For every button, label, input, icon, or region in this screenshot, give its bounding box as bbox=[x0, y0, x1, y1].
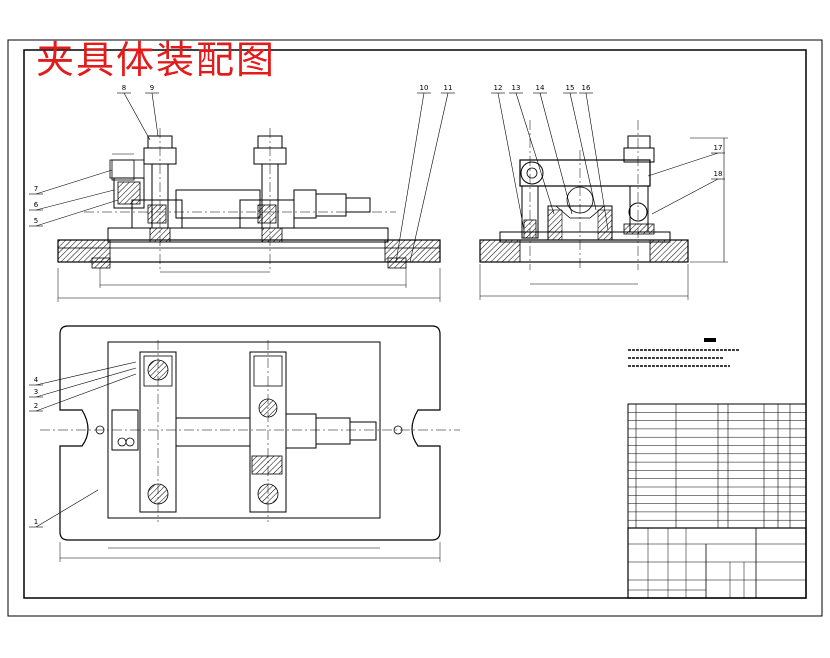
leader-line-3 bbox=[35, 367, 137, 398]
leader-line-1 bbox=[35, 489, 99, 528]
balloon-4: 4 bbox=[34, 376, 39, 384]
balloon-6: 6 bbox=[34, 201, 39, 209]
leader-line-16 bbox=[585, 92, 609, 231]
leader-line-14 bbox=[539, 92, 573, 215]
balloon-9: 9 bbox=[150, 84, 154, 92]
drawing-frame bbox=[23, 49, 807, 599]
balloon-2: 2 bbox=[34, 402, 38, 410]
leader-line-9 bbox=[151, 92, 159, 137]
balloon-3: 3 bbox=[34, 388, 38, 396]
leader-line-2 bbox=[35, 373, 137, 412]
leader-line-5 bbox=[35, 199, 119, 227]
leader-line-11 bbox=[409, 92, 449, 263]
leader-line-6 bbox=[35, 189, 115, 211]
balloon-7: 7 bbox=[34, 185, 38, 193]
leader-line-17 bbox=[647, 152, 719, 177]
balloon-17: 17 bbox=[714, 144, 723, 152]
balloon-16: 16 bbox=[582, 84, 591, 92]
parts-list bbox=[627, 403, 807, 529]
leader-line-13 bbox=[515, 92, 555, 215]
front-base-plate bbox=[57, 239, 441, 263]
side-view bbox=[479, 120, 728, 300]
balloon-10: 10 bbox=[420, 84, 429, 92]
plan-base-outline bbox=[59, 325, 441, 541]
leader-line-12 bbox=[497, 92, 525, 231]
outer-border bbox=[7, 39, 823, 617]
leader-line-15 bbox=[569, 92, 597, 211]
balloon-5: 5 bbox=[34, 217, 38, 225]
balloon-11: 11 bbox=[444, 84, 453, 92]
front-view bbox=[57, 128, 441, 302]
leader-line-18 bbox=[651, 178, 719, 215]
balloon-15: 15 bbox=[566, 84, 575, 92]
technical-notes bbox=[628, 338, 740, 367]
balloon-14: 14 bbox=[536, 84, 545, 92]
balloon-12: 12 bbox=[494, 84, 503, 92]
plan-view bbox=[40, 325, 460, 562]
leader-line-4 bbox=[35, 361, 137, 386]
balloon-8: 8 bbox=[122, 84, 126, 92]
leader-line-8 bbox=[123, 92, 151, 141]
balloon-13: 13 bbox=[512, 84, 521, 92]
balloon-18: 18 bbox=[714, 170, 723, 178]
drawing-title: 夹具体装配图 bbox=[36, 38, 277, 82]
balloon-1: 1 bbox=[34, 518, 38, 526]
part-balloons: 8 9 7 6 5 10 11 12 13 14 15 16 17 18 4 3 2 1 bbox=[29, 84, 725, 528]
title-block bbox=[627, 527, 807, 599]
leader-line-7 bbox=[35, 169, 113, 195]
leader-line-10 bbox=[395, 92, 425, 263]
